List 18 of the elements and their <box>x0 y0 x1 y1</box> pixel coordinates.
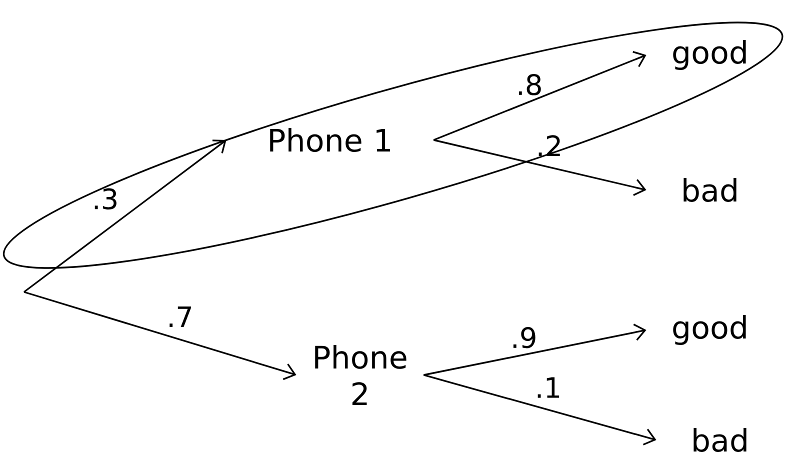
arrow <box>433 139 646 196</box>
node-label: good <box>673 40 746 70</box>
edge-label: .9 <box>513 327 536 348</box>
node-label: Phone 2 <box>315 344 406 406</box>
node-label: good <box>673 315 746 345</box>
edge-label: .3 <box>94 188 116 210</box>
arrow <box>24 291 296 380</box>
arrow <box>423 374 656 446</box>
edge-label: .1 <box>538 377 560 398</box>
arrow <box>24 140 226 293</box>
edge-label: .7 <box>170 306 192 328</box>
arrow <box>423 324 646 376</box>
edge-label: .8 <box>518 74 541 96</box>
node-label: bad <box>684 178 736 202</box>
arrow <box>433 50 646 141</box>
node-label: Phone 1 <box>270 128 390 152</box>
edge-label: .2 <box>538 135 560 156</box>
node-label: bad <box>694 428 746 452</box>
